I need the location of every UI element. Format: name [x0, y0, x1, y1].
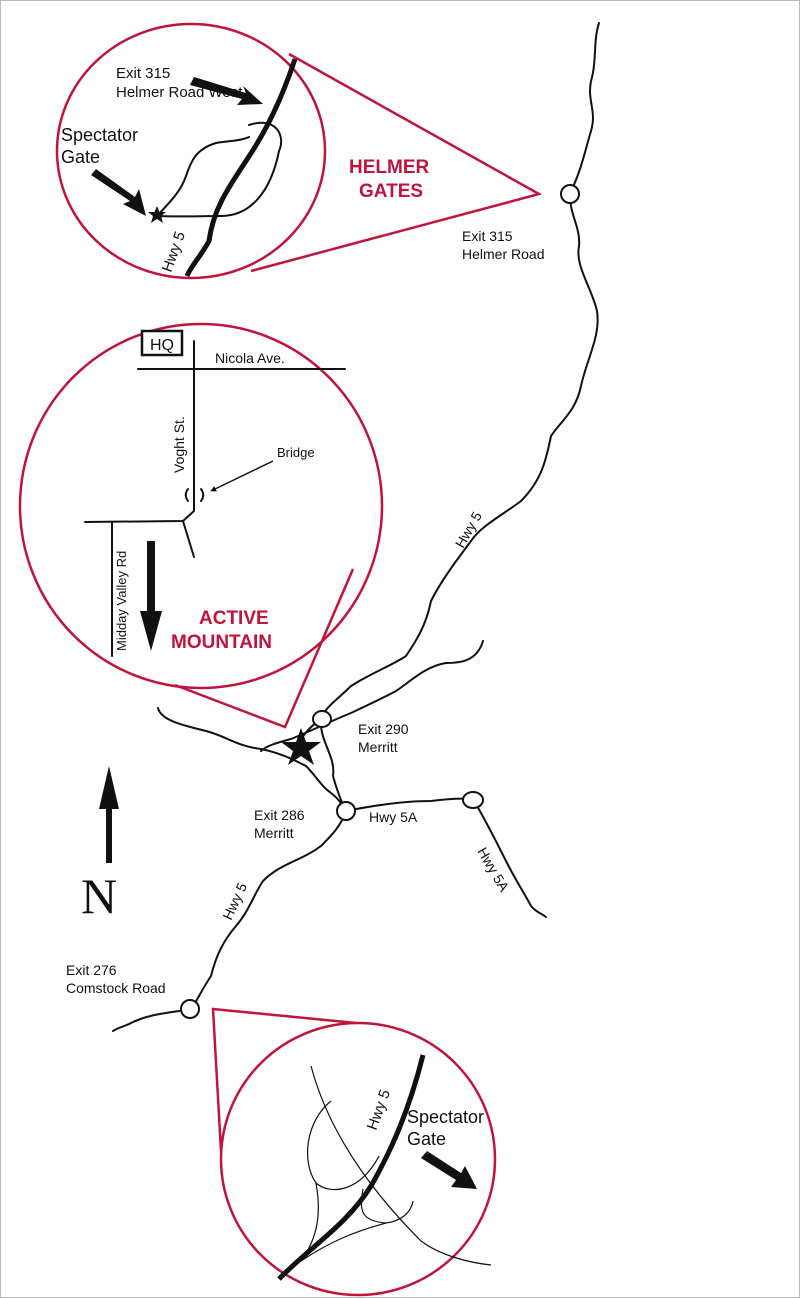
- hwy5a-road: [345, 797, 547, 918]
- exit-276-marker[interactable]: [180, 999, 200, 1019]
- hwy5a-label: Hwy 5A: [474, 845, 512, 895]
- star-icon[interactable]: [281, 728, 321, 765]
- hq-label: HQ: [150, 337, 174, 354]
- comstock-hwy-label: Hwy 5: [364, 1087, 394, 1132]
- arrow-icon: [140, 541, 162, 651]
- hq-box: [140, 329, 184, 357]
- north-arrow-icon: [99, 766, 119, 863]
- hwy5a-junction-marker[interactable]: [462, 791, 484, 809]
- inset-active-mountain: HQ Nicola Ave. Voght St. Midday Valley R…: [18, 322, 384, 729]
- hwy5-road: [112, 22, 600, 1032]
- exit-315-marker[interactable]: [560, 184, 580, 204]
- hwy5a-label: Hwy 5A: [369, 809, 418, 825]
- exit-286-marker[interactable]: [336, 801, 356, 821]
- helmer-hwy-label: Hwy 5: [159, 229, 189, 274]
- star-icon: [148, 206, 166, 223]
- midday-valley-label: Midday Valley Rd: [114, 551, 129, 651]
- local-road: [260, 640, 484, 752]
- local-road: [157, 707, 347, 812]
- bridge-label: Bridge: [277, 445, 315, 460]
- arrow-icon: [190, 77, 263, 105]
- arrow-icon: [421, 1151, 477, 1189]
- exit-290-marker[interactable]: [312, 710, 332, 728]
- arrow-icon: [91, 169, 146, 216]
- hwy5-label: Hwy 5: [219, 880, 250, 922]
- nicola-ave-label: Nicola Ave.: [215, 350, 285, 366]
- north-label: N: [81, 868, 117, 924]
- voght-st-label: Voght St.: [171, 416, 187, 473]
